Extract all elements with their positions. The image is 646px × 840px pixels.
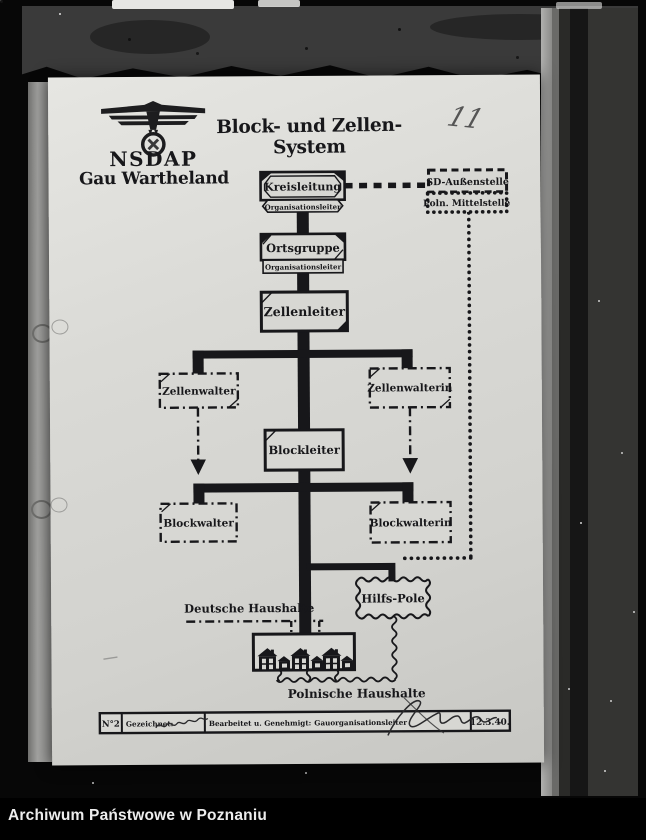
polnische-wavy-connector — [275, 676, 397, 683]
archive-caption-bar: Archiwum Państwowe w Poznaniu — [0, 798, 646, 840]
node-kreisleitung: Kreisleitung Organisationsleiter — [259, 170, 346, 213]
page-stack-shadow — [559, 8, 570, 796]
pencil-dash — [103, 656, 118, 660]
node-ortsgruppe: Ortsgruppe Organisationsleiter — [259, 232, 347, 275]
svg-text:Organisationsleiter: Organisationsleiter — [265, 262, 342, 271]
signature-dot — [498, 721, 501, 724]
households-box — [251, 632, 357, 672]
svg-text:Blockleiter: Blockleiter — [268, 443, 340, 457]
signature-gezeichnet — [155, 717, 209, 729]
punch-hole — [31, 500, 52, 519]
svg-text:Kreisleitung: Kreisleitung — [264, 180, 341, 193]
svg-text:SD-Außenstelle: SD-Außenstelle — [426, 177, 509, 189]
chain-of-command-trunk — [296, 209, 312, 638]
node-zellenleiter: Zellenleiter — [259, 290, 349, 333]
svg-text:Blockwalterin: Blockwalterin — [370, 517, 452, 530]
signature-genehmigt — [387, 700, 497, 736]
title-block: N°2 Gezeichnet: Bearbeitet u. Genehmigt:… — [98, 696, 512, 736]
drawn-label: Gezeichnet: — [126, 719, 174, 728]
drawing-number: N°2 — [102, 720, 120, 730]
film-streak — [112, 0, 234, 9]
party-eagle-emblem-icon — [101, 100, 206, 157]
dust-specks — [0, 0, 3, 3]
page-stack-edge — [541, 8, 552, 796]
household-wavy-line — [305, 669, 312, 682]
film-streak — [258, 0, 300, 7]
page-stack-shadow — [570, 8, 588, 796]
node-hilfs-pole: Hilfs-Pole — [355, 576, 432, 620]
svg-text:Ortsgruppe: Ortsgruppe — [266, 241, 340, 255]
node-sd-aussenstelle: SD-Außenstelle — [426, 168, 509, 194]
page-stack-edge — [552, 8, 559, 796]
document-page: Block- und Zellen-System NSDAP Gau Warth… — [47, 74, 545, 766]
approved-label: Bearbeitet u. Genehmigt:Gauorganisations… — [209, 718, 407, 728]
node-blockleiter: Blockleiter — [263, 428, 345, 472]
film-streak — [556, 2, 602, 9]
svg-text:Poln. Mittelstelle: Poln. Mittelstelle — [423, 199, 510, 210]
svg-text:Organisationsleiter: Organisationsleiter — [265, 202, 342, 211]
svg-text:Zellenleiter: Zellenleiter — [264, 304, 346, 319]
date-value: 12.3.40. — [470, 718, 510, 728]
film-blotch — [90, 20, 210, 54]
hilfs-pole-wavy-line — [391, 615, 398, 681]
svg-text:Zellenwalterin: Zellenwalterin — [367, 382, 453, 395]
svg-text:Blockwalter: Blockwalter — [163, 517, 234, 529]
org-chart: Kreisleitung Organisationsleiter SD-Auße… — [98, 168, 512, 736]
node-zellenwalterin: Zellenwalterin — [367, 366, 453, 409]
node-poln-mittelstelle: Poln. Mittelstelle — [423, 190, 511, 215]
signature-flourish — [403, 696, 445, 734]
archive-caption: Archiwum Państwowe w Poznaniu — [8, 807, 267, 824]
node-blockwalter: Blockwalter — [159, 502, 238, 544]
kreisleitung-sd-link — [344, 182, 429, 189]
svg-text:Zellenwalter: Zellenwalter — [162, 385, 236, 397]
household-wavy-line — [333, 669, 340, 682]
node-zellenwalter: Zellenwalter — [158, 372, 240, 410]
polnische-haushalte-label: Polnische Haushalte — [288, 686, 426, 701]
deutsche-haushalte-label: Deutsche Haushalte — [184, 601, 314, 616]
sd-dotted-line — [466, 211, 473, 560]
node-blockwalterin: Blockwalterin — [369, 500, 452, 544]
film-right-area — [588, 8, 638, 796]
svg-text:Hilfs-Pole: Hilfs-Pole — [361, 591, 425, 605]
branch-bars — [192, 349, 414, 504]
hilfs-pole-branch — [306, 562, 396, 582]
household-wavy-line — [276, 669, 283, 682]
